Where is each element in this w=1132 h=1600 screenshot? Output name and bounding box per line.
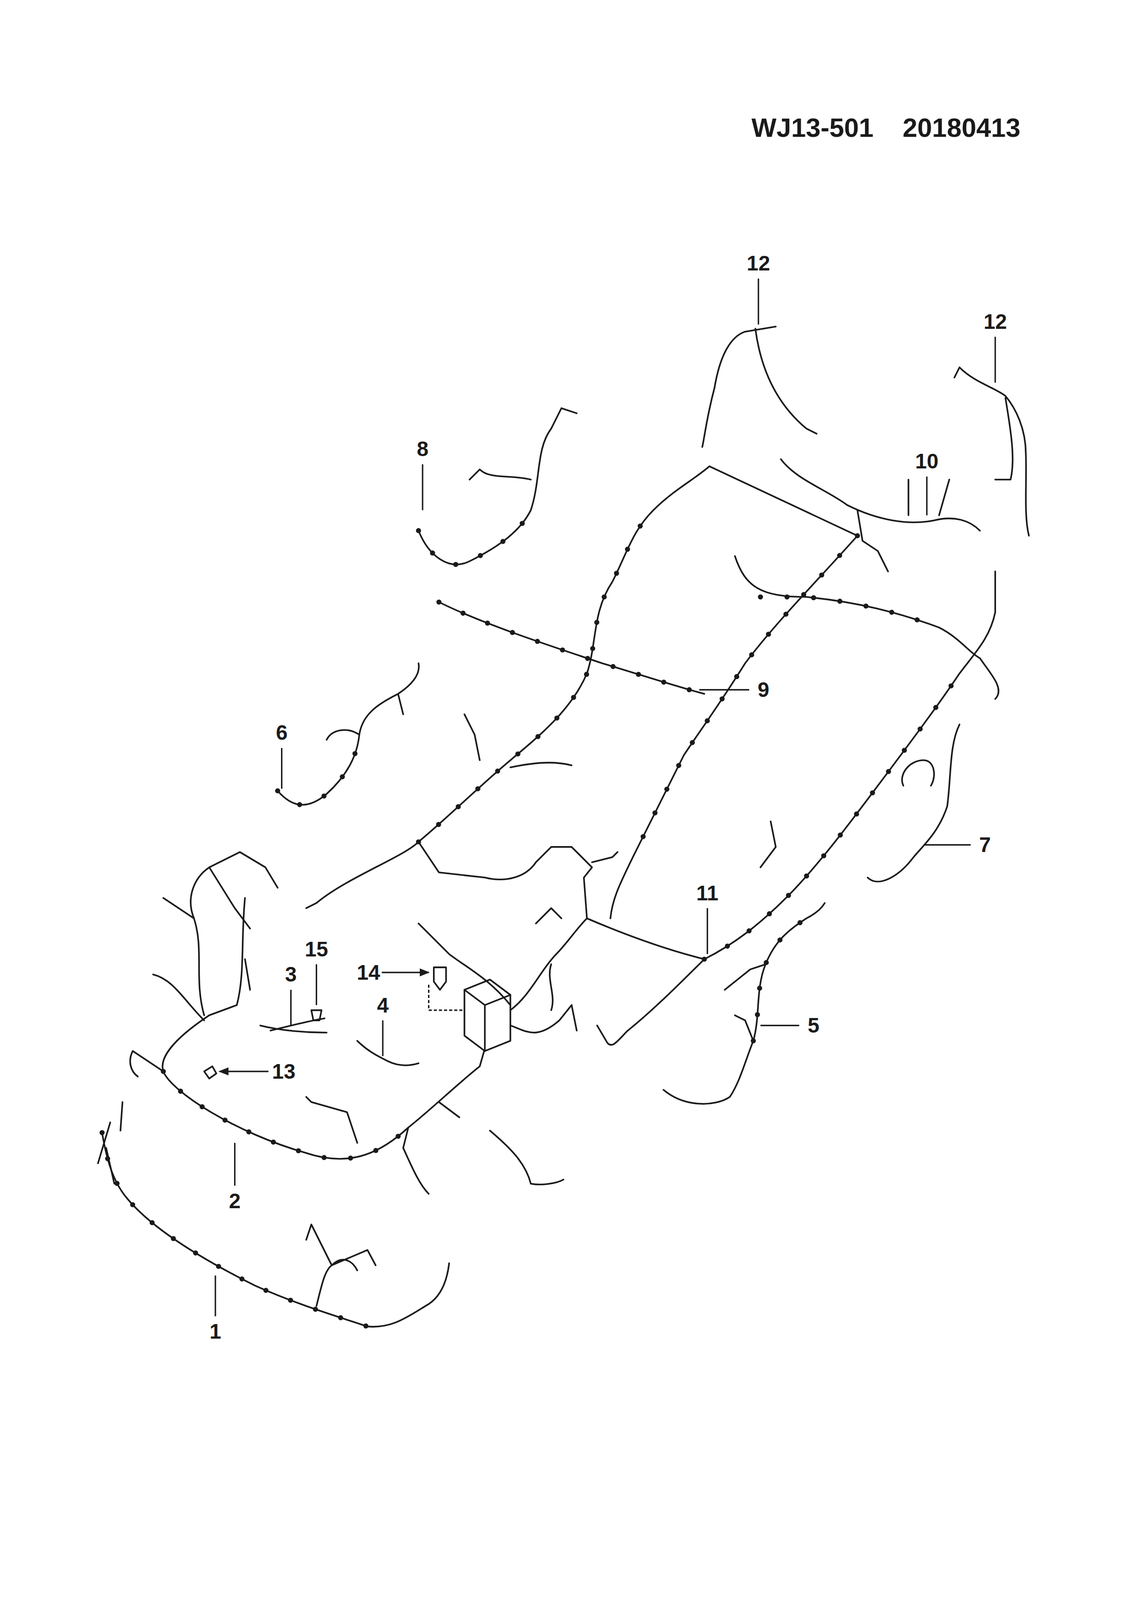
callout-number: 12 — [983, 311, 1007, 333]
leader-lines — [215, 278, 996, 1317]
callout-number: 1 — [209, 1321, 222, 1343]
harness-clips — [102, 510, 960, 1328]
callout-number: 6 — [276, 722, 288, 744]
callout-number: 10 — [915, 450, 939, 472]
callout-number: 12 — [746, 252, 771, 274]
callout-number: 2 — [229, 1190, 241, 1212]
callout-number: 7 — [979, 834, 992, 856]
callout-number: 4 — [376, 995, 389, 1017]
callout-number: 9 — [757, 679, 770, 701]
callout-number: 13 — [271, 1061, 296, 1083]
callout-number: 14 — [356, 962, 381, 984]
callout-number: 3 — [285, 964, 298, 986]
callout-number: 11 — [696, 882, 719, 904]
callout-number: 8 — [416, 438, 429, 460]
harness-lines — [98, 326, 1029, 1328]
header-code: WJ13-501 — [751, 114, 874, 141]
header-date: 20180413 — [902, 114, 1021, 141]
callout-number: 5 — [807, 1015, 820, 1037]
callout-number: 15 — [304, 938, 329, 960]
